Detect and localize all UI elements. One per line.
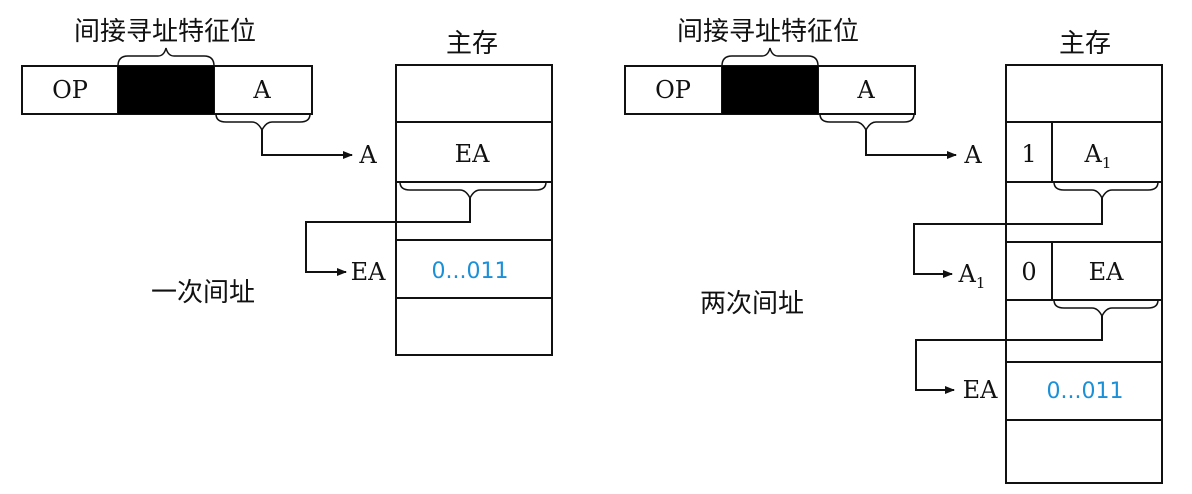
left-panel: 间接寻址特征位 OP A A 主存 EA EA 0...011 一次间址 bbox=[21, 17, 553, 356]
left-memory-label: 主存 bbox=[446, 29, 498, 59]
right-memory bbox=[1005, 64, 1163, 484]
left-addr-brace bbox=[215, 113, 311, 132]
right-a1-label: A1 bbox=[958, 260, 986, 292]
left-feature-brace bbox=[117, 47, 215, 67]
right-addr-brace bbox=[819, 113, 915, 132]
left-arrow-to-ea bbox=[305, 198, 471, 276]
right-caption: 两次间址 bbox=[700, 289, 804, 319]
right-arrow-to-a bbox=[865, 130, 957, 159]
right-feature-label: 间接寻址特征位 bbox=[677, 17, 859, 47]
right-indirect-flag-bit bbox=[722, 66, 818, 114]
right-arrow-to-ea bbox=[915, 316, 1103, 394]
left-feature-label: 间接寻址特征位 bbox=[74, 17, 256, 47]
left-op-field: OP bbox=[52, 76, 88, 104]
left-address-field: A bbox=[252, 76, 271, 104]
right-ea-label: EA bbox=[963, 376, 999, 404]
left-indirect-flag-bit bbox=[118, 66, 214, 114]
right-indirect-flag-0: 0 bbox=[1021, 258, 1036, 286]
left-caption: 一次间址 bbox=[151, 278, 255, 308]
left-ea-label: EA bbox=[351, 258, 387, 286]
left-ea-cell: EA bbox=[455, 140, 491, 168]
left-memory bbox=[395, 64, 553, 356]
right-arrow-to-a1 bbox=[913, 198, 1103, 278]
right-memory-label: 主存 bbox=[1059, 29, 1111, 59]
right-a-label: A bbox=[963, 141, 982, 169]
left-a-label: A bbox=[358, 141, 377, 169]
right-address-field: A bbox=[856, 76, 875, 104]
left-arrow-to-a bbox=[261, 130, 353, 159]
right-ea-cell: EA bbox=[1089, 258, 1125, 286]
left-value-cell: 0...011 bbox=[432, 259, 509, 284]
right-panel: 间接寻址特征位 OP A A 主存 1 A1 A1 0 EA bbox=[624, 17, 1163, 484]
right-feature-brace bbox=[721, 47, 819, 67]
right-a1-cell: A1 bbox=[1084, 140, 1112, 172]
right-value-cell: 0...011 bbox=[1047, 379, 1124, 404]
right-indirect-flag-1: 1 bbox=[1021, 140, 1036, 168]
right-op-field: OP bbox=[655, 76, 691, 104]
